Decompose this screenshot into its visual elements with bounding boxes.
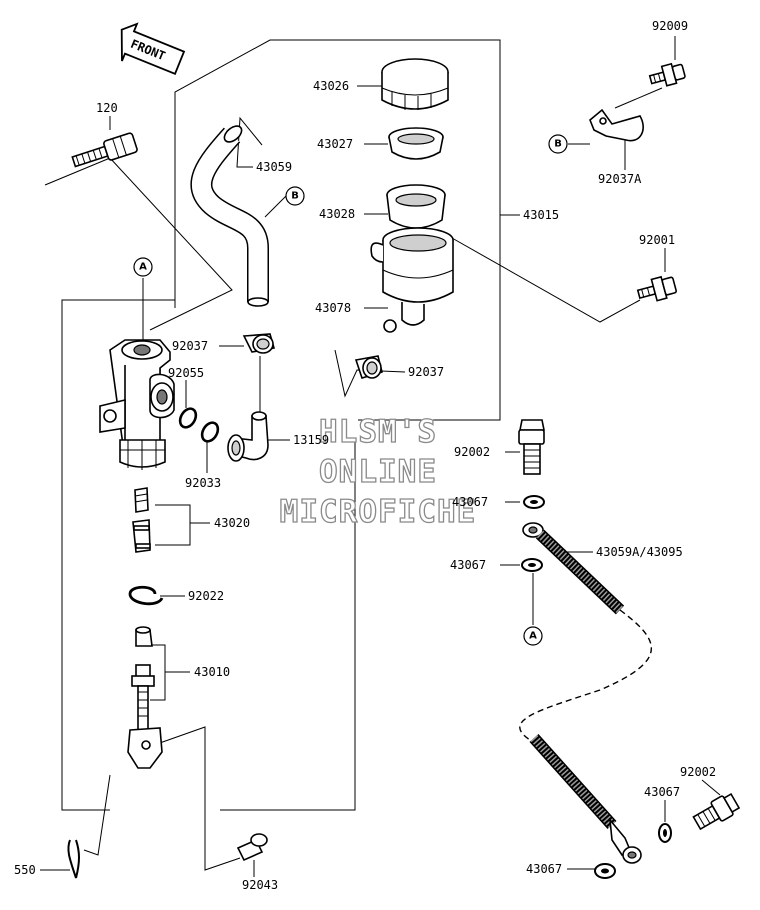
diaphragm-plate	[388, 127, 444, 160]
part-label-550: 550	[14, 863, 36, 877]
part-label-92009: 92009	[652, 19, 688, 33]
part-label-92043: 92043	[242, 878, 278, 892]
part-label-43067-d: 43067	[526, 862, 562, 876]
part-label-92037a: 92037A	[598, 172, 642, 186]
reservoir-frame	[174, 39, 520, 421]
master-cylinder-body	[99, 339, 175, 470]
o-ring-92055	[178, 407, 198, 429]
part-label-92055: 92055	[168, 366, 204, 380]
part-label-43067-a: 43067	[452, 495, 488, 509]
part-label-43020: 43020	[214, 516, 250, 530]
banjo-bolt-top	[518, 419, 545, 475]
reservoir-tank	[370, 227, 454, 333]
part-label-92002-top: 92002	[454, 445, 490, 459]
part-label-43067-b: 43067	[450, 558, 486, 572]
part-label-43010: 43010	[194, 665, 230, 679]
part-label-43078: 43078	[315, 301, 351, 315]
joint-pin	[236, 833, 268, 862]
part-label-92033: 92033	[185, 476, 221, 490]
cotter-pin	[67, 839, 80, 879]
svg-text:A: A	[529, 631, 537, 642]
screw-92001	[636, 275, 677, 302]
part-label-92037-mid: 92037	[408, 365, 444, 379]
ref-circle-b-hose: B	[285, 186, 305, 206]
diaphragm	[386, 184, 446, 229]
ref-circle-a-hose: A	[523, 626, 543, 646]
svg-text:HLSM'S: HLSM'S	[319, 414, 437, 450]
banjo-bolt-bottom	[692, 792, 741, 831]
part-label-92037-top: 92037	[172, 339, 208, 353]
bolt-120	[71, 132, 138, 168]
brake-hose	[519, 522, 652, 864]
ref-circle-b-clamp: B	[548, 134, 568, 154]
hose-joint-elbow	[227, 411, 269, 462]
part-label-43015: 43015	[523, 208, 559, 222]
part-label-43028: 43028	[319, 207, 355, 221]
part-labels: 120 43026 43027 43028 43078 43015 43059 …	[14, 19, 716, 892]
reservoir-hose	[190, 125, 269, 307]
part-label-13159: 13159	[293, 433, 329, 447]
hose-clamp-top	[242, 333, 276, 354]
part-label-120: 120	[96, 101, 118, 115]
svg-text:B: B	[554, 139, 562, 150]
o-ring-92033	[200, 421, 220, 443]
screw-92009	[648, 62, 686, 87]
master-cylinder-frame	[61, 299, 356, 811]
part-label-43027: 43027	[317, 137, 353, 151]
front-arrow-icon: FRONT	[120, 22, 186, 76]
svg-text:ONLINE: ONLINE	[319, 454, 437, 490]
circlip-92022	[128, 585, 164, 606]
svg-text:MICROFICHE: MICROFICHE	[280, 494, 477, 530]
part-label-43059: 43059	[256, 160, 292, 174]
part-label-43059a-43095: 43059A/43095	[596, 545, 683, 559]
watermark: HLSM'S ONLINE MICROFICHE	[279, 413, 477, 530]
reservoir-cap	[381, 58, 449, 110]
part-label-43026: 43026	[313, 79, 349, 93]
part-label-92002-bottom: 92002	[680, 765, 716, 779]
push-rod-assembly	[127, 626, 163, 769]
part-label-92001: 92001	[639, 233, 675, 247]
svg-text:A: A	[139, 262, 147, 273]
piston-parts	[132, 487, 151, 553]
part-label-92022: 92022	[188, 589, 224, 603]
part-label-43067-c: 43067	[644, 785, 680, 799]
bracket-92037a	[589, 108, 644, 142]
hose-clamp-mid	[354, 355, 383, 379]
svg-text:B: B	[291, 191, 299, 202]
ref-circle-a-top: A	[133, 257, 153, 277]
